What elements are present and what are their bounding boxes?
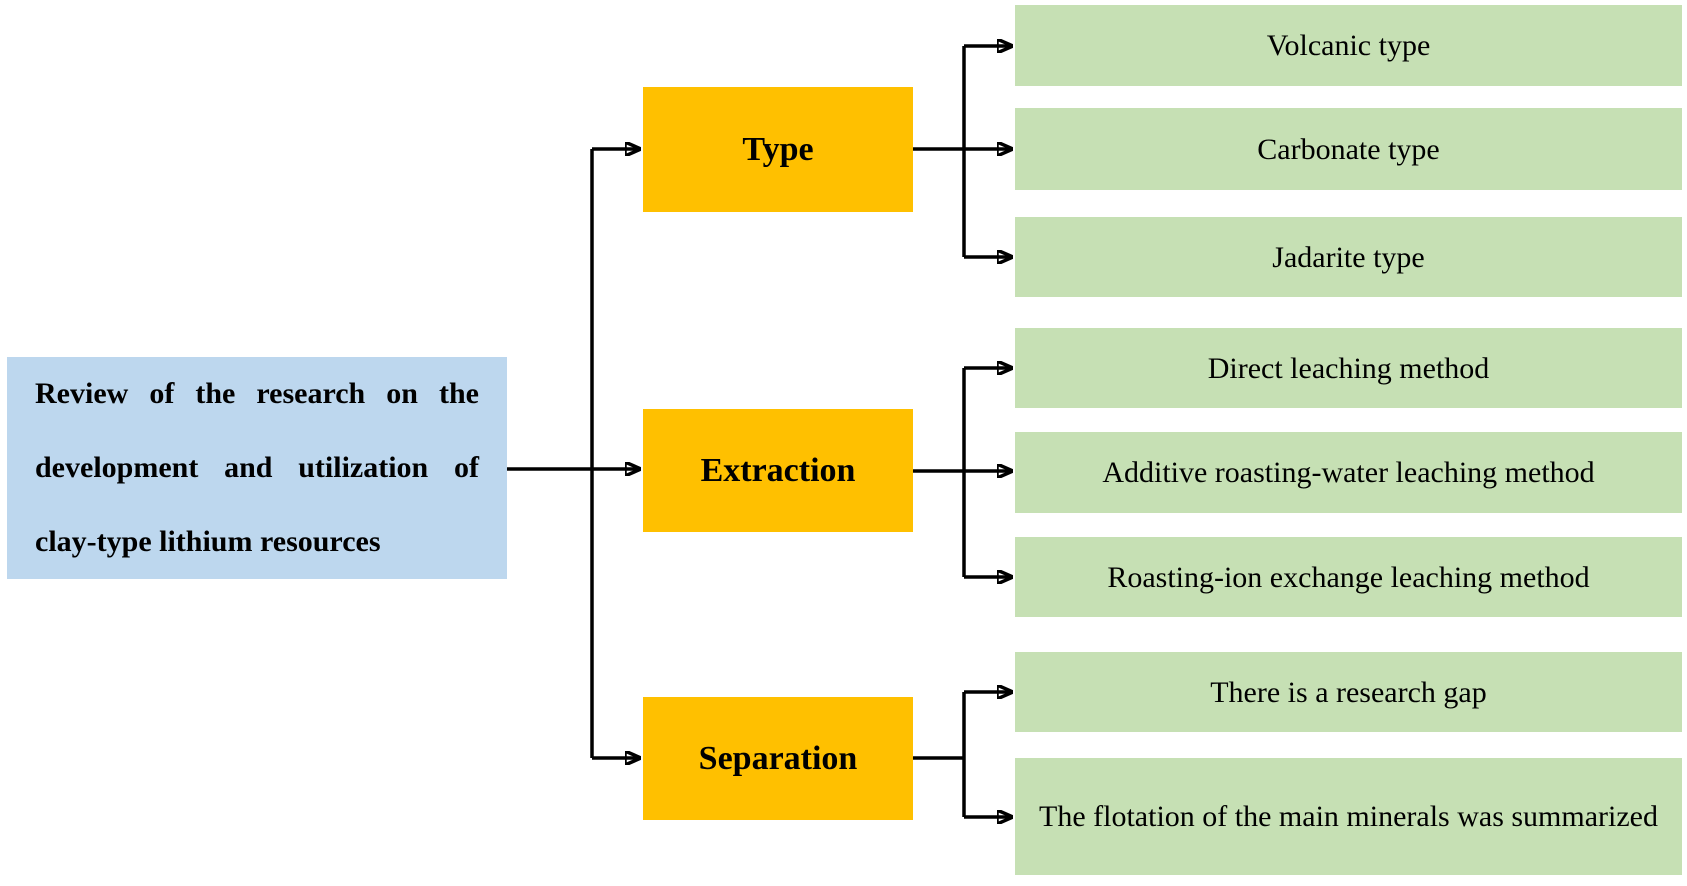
root-label-line-1: Review of the research on the — [35, 377, 479, 410]
leaf-jadarite-type: Jadarite type — [1015, 217, 1682, 297]
leaf-additive-roasting-water-leaching: Additive roasting-water leaching method — [1015, 432, 1682, 513]
leaf-roasting-ion-exchange-leaching: Roasting-ion exchange leaching method — [1015, 537, 1682, 617]
root-label-line-2: development and utilization of — [35, 451, 479, 484]
leaf-research-gap: There is a research gap — [1015, 652, 1682, 732]
branch-type: Type — [643, 87, 913, 212]
root-label-line-3: clay-type lithium resources — [35, 525, 381, 558]
root-review-box: Review of the research on the developmen… — [7, 357, 507, 579]
branch-extraction: Extraction — [643, 409, 913, 532]
leaf-flotation-summarized: The flotation of the main minerals was s… — [1015, 758, 1682, 875]
branch-separation: Separation — [643, 697, 913, 820]
leaf-direct-leaching: Direct leaching method — [1015, 328, 1682, 408]
leaf-volcanic-type: Volcanic type — [1015, 5, 1682, 86]
leaf-carbonate-type: Carbonate type — [1015, 108, 1682, 190]
